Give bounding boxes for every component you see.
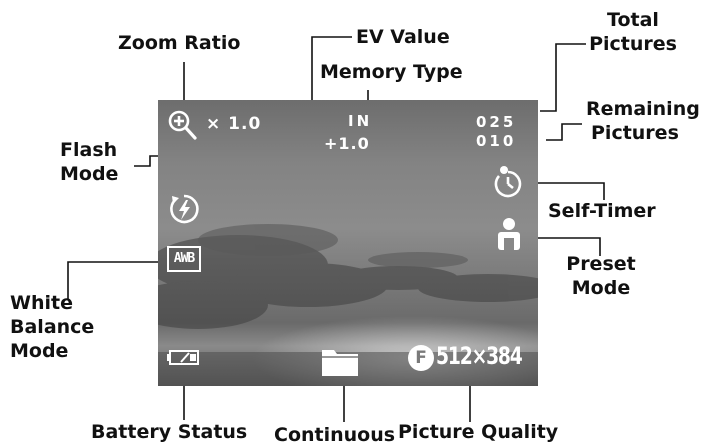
continuous-folder-icon (322, 350, 358, 376)
white-balance-line1: White (10, 292, 73, 314)
quality-fine-icon: F (408, 345, 434, 371)
battery-icon (167, 350, 199, 365)
flash-mode-label: Flash Mode (60, 138, 118, 186)
self-timer-icon (494, 166, 522, 198)
ev-value: +1.0 (324, 134, 370, 153)
white-balance-mode-label: White Balance Mode (10, 291, 94, 363)
preset-mode-line (528, 237, 601, 256)
flash-mode-line2: Mode (60, 163, 119, 185)
white-balance-line2: Balance (10, 316, 95, 338)
preset-mode-line1: Preset (566, 253, 636, 275)
preset-mode-line2: Mode (571, 277, 631, 299)
total-pictures-line (540, 43, 586, 112)
remaining-pictures-line2: Pictures (591, 122, 679, 144)
white-balance-line3: Mode (10, 340, 69, 362)
white-balance-line (67, 261, 158, 300)
white-balance-awb-badge: AWB (167, 246, 201, 272)
total-pictures-label: Total Pictures (588, 8, 678, 56)
battery-status-label: Battery Status (91, 421, 248, 443)
resolution-value: 512×384 (436, 342, 523, 370)
camera-lcd-screen: × 1.0 IN +1.0 025 010 AWB F 512×384 (158, 100, 538, 386)
ev-value-label: EV Value (356, 26, 450, 48)
zoom-magnifier-icon (168, 110, 197, 140)
memory-type-label: Memory Type (320, 61, 463, 83)
picture-quality-label: Picture Quality (398, 421, 559, 443)
self-timer-label: Self-Timer (548, 200, 656, 222)
total-pictures-line1: Total (607, 9, 659, 31)
remaining-pictures-value: 010 (476, 132, 517, 150)
total-pictures-line2: Pictures (589, 33, 677, 55)
flash-mode-icon (170, 194, 199, 224)
remaining-pictures-line1: Remaining (586, 98, 700, 120)
memory-type-value: IN (348, 112, 373, 130)
total-pictures-value: 025 (476, 113, 517, 131)
self-timer-line (524, 182, 605, 200)
remaining-pictures-label: Remaining Pictures (586, 97, 700, 145)
preset-mode-person-icon (498, 218, 520, 250)
preset-mode-label: Preset Mode (560, 252, 642, 300)
zoom-ratio-value: × 1.0 (206, 114, 262, 134)
remaining-pictures-line (546, 123, 582, 141)
continuous-label: Continuous (274, 424, 396, 446)
zoom-ratio-label: Zoom Ratio (118, 32, 241, 54)
flash-mode-line1: Flash (60, 139, 118, 161)
